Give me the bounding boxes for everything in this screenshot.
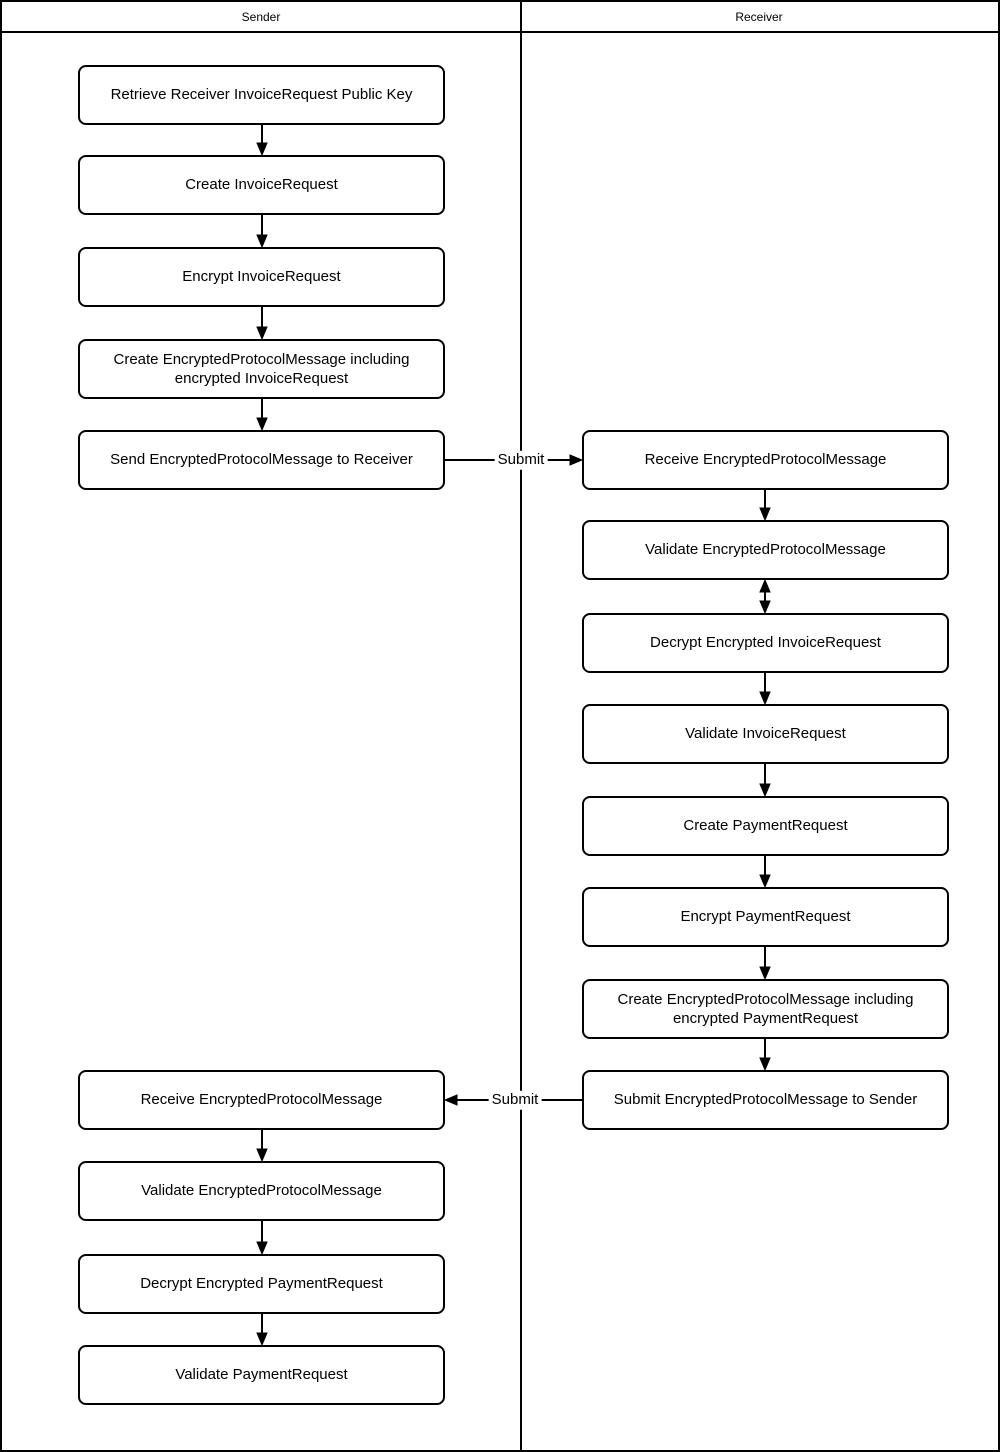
lane-header-row: Sender Receiver: [2, 2, 998, 33]
node-sender-send-encryptedprotocolmessage: Send EncryptedProtocolMessage to Receive…: [78, 430, 445, 490]
node-sender-retrieve-public-key: Retrieve Receiver InvoiceRequest Public …: [78, 65, 445, 125]
node-receiver-validate-encryptedprotocolmessage: Validate EncryptedProtocolMessage: [582, 520, 949, 580]
submit-label-to-receiver: Submit: [494, 450, 548, 470]
node-receiver-submit-encryptedprotocolmessage: Submit EncryptedProtocolMessage to Sende…: [582, 1070, 949, 1130]
node-sender-create-invoicerequest: Create InvoiceRequest: [78, 155, 445, 215]
node-receiver-validate-invoicerequest: Validate InvoiceRequest: [582, 704, 949, 764]
node-receiver-create-encryptedprotocolmessage: Create EncryptedProtocolMessage includin…: [582, 979, 949, 1039]
submit-label-to-sender: Submit: [488, 1090, 542, 1110]
node-receiver-decrypt-encrypted-invoicerequest: Decrypt Encrypted InvoiceRequest: [582, 613, 949, 673]
node-sender-encrypt-invoicerequest: Encrypt InvoiceRequest: [78, 247, 445, 307]
node-sender-create-encryptedprotocolmessage: Create EncryptedProtocolMessage includin…: [78, 339, 445, 399]
node-sender-decrypt-encrypted-paymentrequest: Decrypt Encrypted PaymentRequest: [78, 1254, 445, 1314]
lane-header-sender: Sender: [241, 9, 281, 24]
node-sender-validate-paymentrequest: Validate PaymentRequest: [78, 1345, 445, 1405]
node-receiver-encrypt-paymentrequest: Encrypt PaymentRequest: [582, 887, 949, 947]
lane-divider: [520, 2, 522, 1450]
node-sender-receive-encryptedprotocolmessage: Receive EncryptedProtocolMessage: [78, 1070, 445, 1130]
lane-header-receiver: Receiver: [735, 9, 783, 24]
node-receiver-create-paymentrequest: Create PaymentRequest: [582, 796, 949, 856]
node-sender-validate-encryptedprotocolmessage: Validate EncryptedProtocolMessage: [78, 1161, 445, 1221]
node-receiver-receive-encryptedprotocolmessage: Receive EncryptedProtocolMessage: [582, 430, 949, 490]
